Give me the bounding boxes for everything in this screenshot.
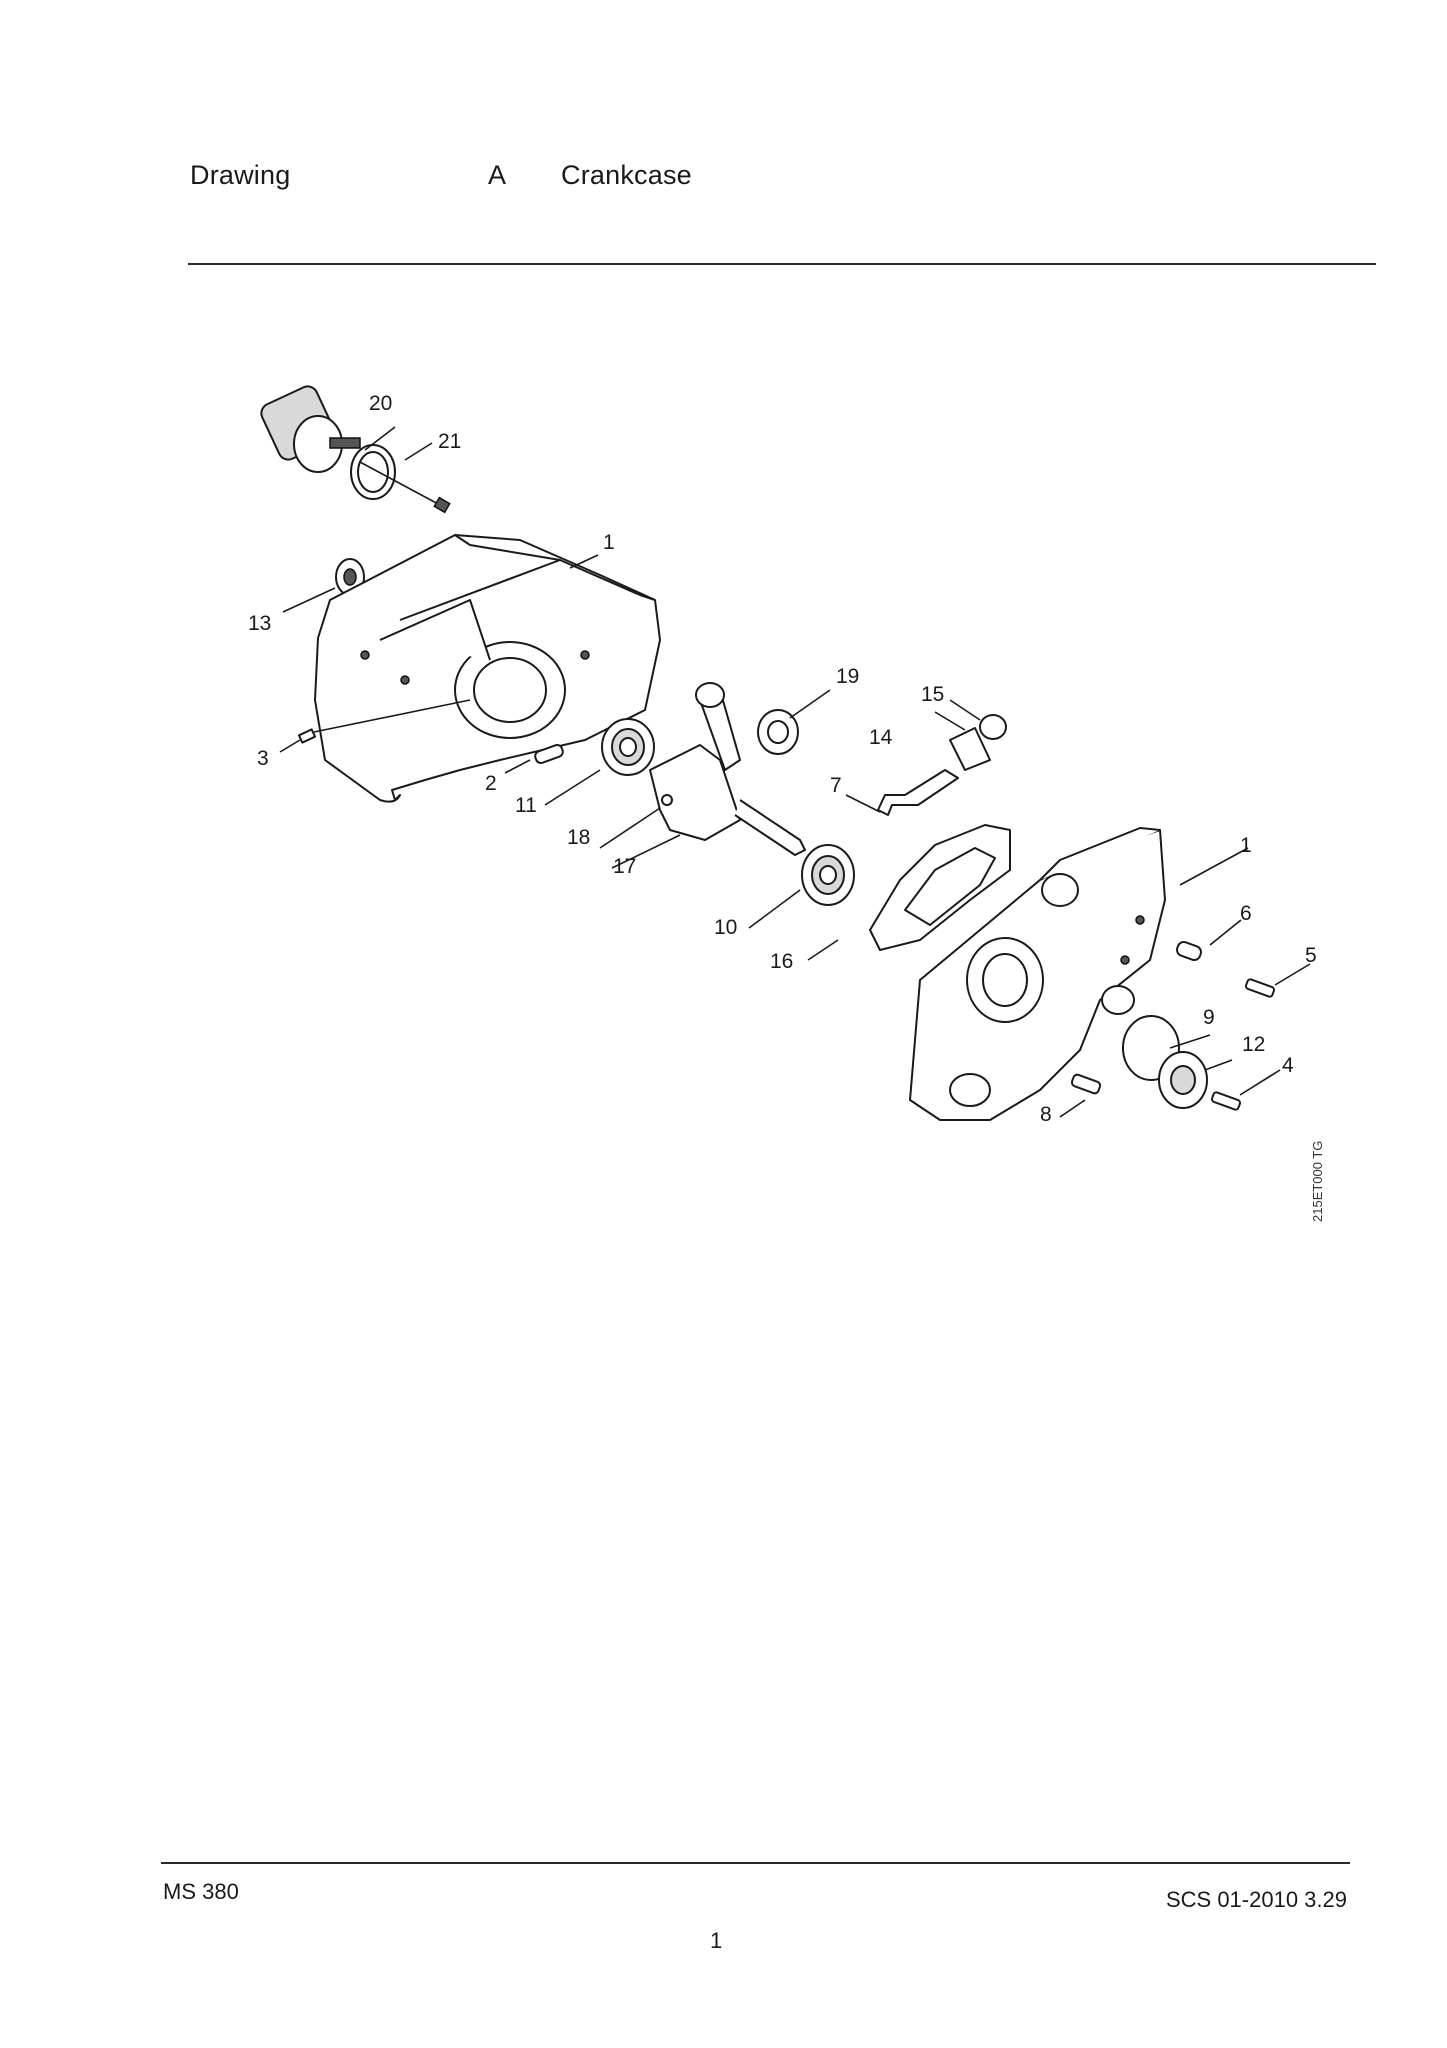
part-19-needle-cage — [757, 709, 799, 755]
leader-lines — [279, 426, 1311, 1118]
callout-1-right: 1 — [1240, 834, 1252, 857]
callout-21: 21 — [438, 430, 461, 453]
part-14-oil-hose — [877, 714, 1007, 816]
callout-16: 16 — [770, 950, 793, 973]
part-21-o-ring — [350, 444, 451, 514]
callout-17: 17 — [613, 855, 636, 878]
callout-2: 2 — [485, 772, 497, 795]
page-title: Crankcase — [561, 160, 692, 190]
part-10-ball-bearing — [801, 844, 855, 906]
callout-labels: 1 1 2 3 4 5 6 7 8 9 10 11 12 13 14 15 16… — [248, 392, 1317, 1126]
callout-7: 7 — [830, 774, 842, 797]
part-3-screw — [297, 699, 471, 744]
part-6-sleeve — [1176, 941, 1202, 961]
callout-19: 19 — [836, 665, 859, 688]
callout-13: 13 — [248, 612, 271, 635]
part-17-crankshaft — [649, 682, 806, 856]
callout-10: 10 — [714, 916, 737, 939]
footer-rule — [161, 1862, 1350, 1864]
callout-8: 8 — [1040, 1103, 1052, 1126]
callout-3: 3 — [257, 747, 269, 770]
callout-9: 9 — [1203, 1006, 1215, 1029]
part-4-screw — [1210, 1091, 1242, 1111]
part-1-left-crankcase — [314, 534, 661, 803]
header-section: A — [488, 160, 507, 190]
part-16-gasket — [869, 824, 1011, 951]
callout-15: 15 — [921, 683, 944, 706]
footer-model: MS 380 — [163, 1879, 239, 1904]
part-1-right-crankcase — [909, 827, 1166, 1121]
header-label: Drawing — [190, 160, 291, 190]
page-number: 1 — [710, 1928, 723, 1953]
part-8-screw — [1070, 1073, 1102, 1095]
figure-code: 215ET000 TG — [1310, 1140, 1325, 1222]
part-20-valve — [260, 385, 361, 473]
callout-1-left: 1 — [603, 531, 615, 554]
callout-11: 11 — [515, 794, 537, 817]
part-12-oil-seal — [1158, 1051, 1208, 1109]
footer-code: SCS 01-2010 3.29 — [1165, 1887, 1347, 1912]
callout-12: 12 — [1242, 1033, 1265, 1056]
callout-14: 14 — [869, 726, 893, 749]
callout-5: 5 — [1305, 944, 1317, 967]
callout-4: 4 — [1282, 1054, 1294, 1077]
part-11-ball-bearing — [601, 718, 655, 776]
callout-6: 6 — [1240, 902, 1252, 925]
part-5-screw — [1244, 978, 1276, 998]
header-rule — [188, 263, 1376, 265]
callout-20: 20 — [369, 392, 392, 415]
callout-18: 18 — [567, 826, 590, 849]
part-2-pin — [534, 743, 564, 765]
